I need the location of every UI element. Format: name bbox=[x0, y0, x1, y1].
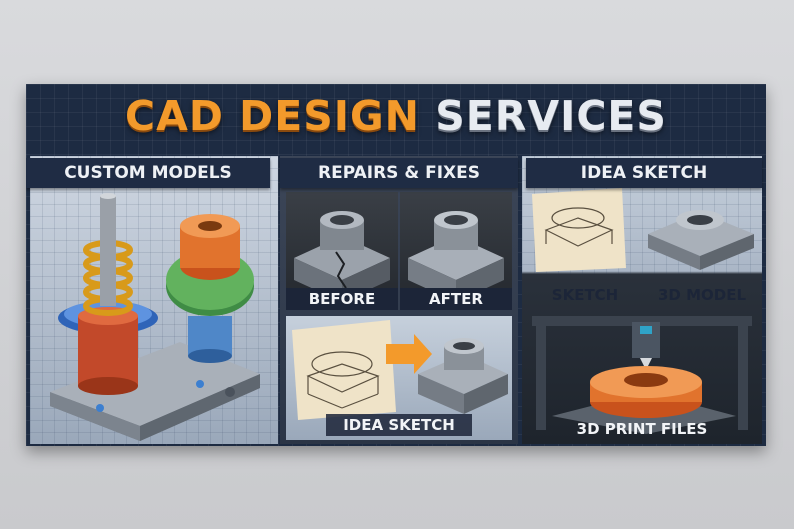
after-tile: AFTER bbox=[400, 192, 512, 310]
idea-sketch-tile: IDEA SKETCH bbox=[286, 316, 512, 440]
page-title: CAD DESIGN SERVICES bbox=[26, 92, 766, 140]
before-tile: BEFORE bbox=[286, 192, 398, 310]
before-part-illustration bbox=[294, 211, 390, 302]
caption-idea-sketch-repairs: IDEA SKETCH bbox=[326, 414, 472, 436]
title-highlight: CAD DESIGN bbox=[125, 92, 420, 140]
title-rest: SERVICES bbox=[435, 92, 667, 140]
custom-models-panel bbox=[30, 156, 278, 444]
tab-custom-models[interactable]: CUSTOM MODELS bbox=[26, 158, 270, 188]
services-banner: CAD DESIGN SERVICES bbox=[26, 84, 766, 446]
tab-idea-sketch[interactable]: IDEA SKETCH bbox=[526, 158, 762, 188]
sketch-to-model-illustration bbox=[292, 320, 508, 420]
custom-model-illustration bbox=[50, 193, 260, 441]
caption-3d-print-files: 3D PRINT FILES bbox=[576, 420, 708, 438]
tab-repairs-fixes[interactable]: REPAIRS & FIXES bbox=[280, 158, 518, 188]
3d-printer-illustration bbox=[532, 316, 752, 434]
idea-sketch-panel: SKETCH 3D MODEL 3D PRINT FILES bbox=[522, 156, 762, 444]
caption-3d-model: 3D MODEL bbox=[657, 286, 747, 304]
caption-sketch: SKETCH bbox=[551, 286, 619, 304]
repairs-panel: BEFORE AFTER bbox=[280, 156, 518, 444]
sketch-and-model-illustration bbox=[532, 188, 754, 272]
caption-after: AFTER bbox=[400, 288, 512, 310]
caption-before: BEFORE bbox=[286, 288, 398, 310]
